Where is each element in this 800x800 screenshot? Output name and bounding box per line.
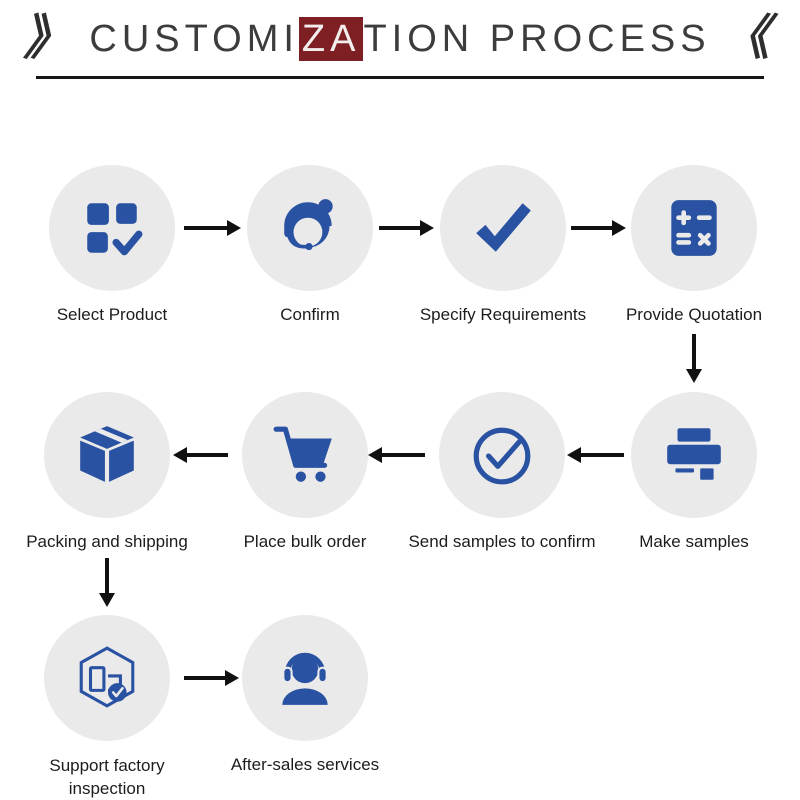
right-double-chevron-icon: 《	[718, 12, 780, 65]
step-label: Make samples	[639, 532, 749, 551]
title-prefix: CUSTOMI	[89, 17, 299, 60]
step-label: Confirm	[280, 305, 340, 324]
arrow-specify-to-quotation-icon	[571, 226, 613, 230]
step-provide-quotation: Provide Quotation	[626, 165, 762, 324]
step-send-samples-to-confirm: Send samples to confirm	[408, 392, 596, 551]
step-label: Provide Quotation	[625, 305, 763, 324]
step-circle	[242, 392, 368, 518]
step-circle	[631, 165, 757, 291]
step-circle	[49, 165, 175, 291]
step-circle	[439, 392, 565, 518]
title-underline	[36, 76, 764, 79]
step-make-samples: Make samples	[631, 392, 757, 551]
step-label: After-sales services	[230, 755, 380, 774]
printer-icon	[661, 422, 727, 488]
circle-check-icon	[469, 422, 535, 488]
step-confirm: Confirm	[247, 165, 373, 324]
step-circle	[242, 615, 368, 741]
title-highlight: ZA	[298, 16, 364, 61]
arrow-select-to-confirm-icon	[184, 226, 228, 230]
step-circle	[44, 392, 170, 518]
product-grid-check-icon	[79, 195, 145, 261]
arrow-packing-to-inspection-icon	[105, 558, 109, 594]
title-text: CUSTOMIZATION PROCESS	[89, 16, 711, 61]
step-circle	[247, 165, 373, 291]
step-circle	[44, 615, 170, 741]
title-suffix: TION PROCESS	[363, 17, 711, 60]
step-place-bulk-order: Place bulk order	[242, 392, 368, 551]
page-title: 》 CUSTOMIZATION PROCESS 《	[0, 8, 800, 70]
calculator-icon	[661, 195, 727, 261]
factory-inspection-icon	[74, 645, 140, 711]
step-select-product: Select Product	[49, 165, 175, 324]
step-after-sales-services: After-sales services	[231, 615, 379, 774]
step-packing-and-shipping: Packing and shipping	[26, 392, 188, 551]
step-circle	[440, 165, 566, 291]
arrow-samples-to-confirm-samples-icon	[580, 453, 624, 457]
step-label: Send samples to confirm	[408, 532, 596, 551]
package-box-icon	[74, 422, 140, 488]
headset-support-icon	[272, 645, 338, 711]
step-label: Specify Requirements	[419, 305, 587, 324]
arrow-bulk-to-packing-icon	[186, 453, 228, 457]
arrow-confirm-to-specify-icon	[379, 226, 421, 230]
step-support-factory-inspection: Support factory inspection	[44, 615, 170, 798]
arrow-quotation-to-samples-icon	[692, 334, 696, 370]
big-checkmark-icon	[470, 195, 536, 261]
step-label: Packing and shipping	[26, 532, 188, 551]
customer-service-icon	[277, 195, 343, 261]
step-circle	[631, 392, 757, 518]
step-label: Select Product	[56, 305, 168, 324]
step-specify-requirements: Specify Requirements	[420, 165, 586, 324]
left-double-chevron-icon: 》	[20, 12, 83, 65]
arrow-confirm-samples-to-bulk-icon	[381, 453, 425, 457]
step-label: Support factory inspection	[49, 756, 165, 798]
step-label: Place bulk order	[243, 532, 367, 551]
arrow-inspection-to-aftersales-icon	[184, 676, 226, 680]
shopping-cart-icon	[272, 422, 338, 488]
